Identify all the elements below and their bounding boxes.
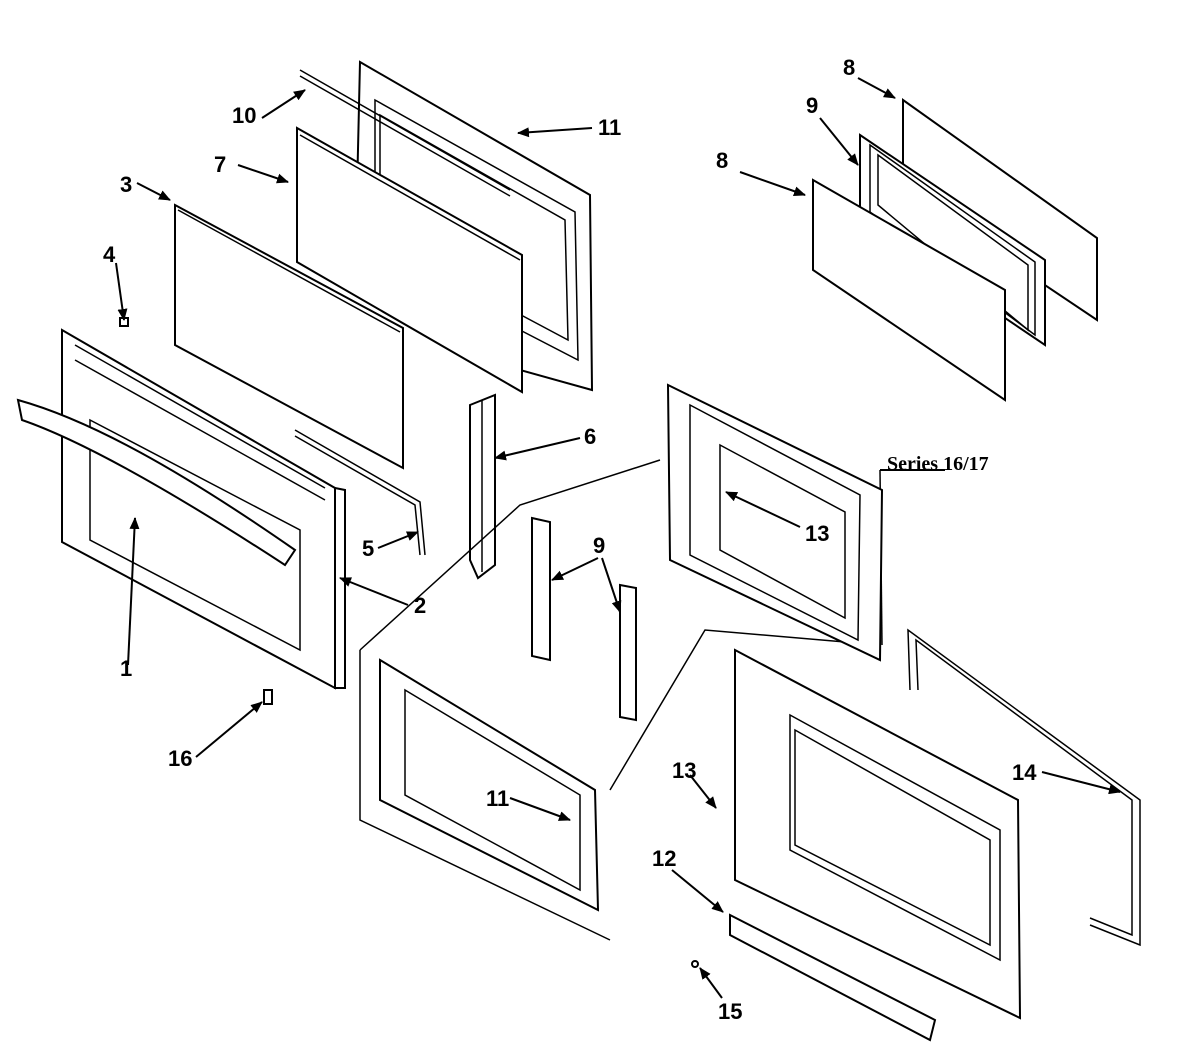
leader-15 — [699, 967, 723, 999]
leader-7 — [237, 164, 289, 184]
callout-8-top: 8 — [843, 55, 855, 80]
callout-3: 3 — [120, 172, 132, 197]
series-label: Series 16/17 — [887, 453, 989, 475]
callout-7: 7 — [214, 152, 226, 177]
part-12-trim-bar — [729, 913, 937, 1042]
part-13-inner-liner — [734, 648, 1022, 1020]
part-9-strip-a — [531, 516, 551, 662]
callout-9-strips: 9 — [593, 533, 605, 558]
callout-10: 10 — [232, 103, 256, 128]
callout-9-top: 9 — [806, 93, 818, 118]
callout-12: 12 — [652, 846, 676, 871]
leader-13-liner — [689, 774, 717, 809]
leader-3 — [136, 182, 171, 201]
leader-5 — [377, 531, 419, 549]
leader-4 — [115, 262, 128, 321]
callout-4: 4 — [103, 242, 116, 267]
leader-6 — [494, 437, 581, 461]
leader-9-b — [601, 557, 622, 613]
part-6-bracket — [469, 393, 496, 580]
callout-11-top: 11 — [598, 115, 621, 140]
leader-11-top — [517, 127, 593, 138]
part-7-glass — [296, 126, 523, 394]
callout-15: 15 — [718, 999, 742, 1024]
leader-13-series — [725, 491, 801, 528]
callout-5: 5 — [362, 536, 374, 561]
leader-10 — [261, 89, 306, 119]
part-3-outer-glass — [174, 203, 404, 470]
callout-14: 14 — [1012, 760, 1037, 785]
part-15-screw — [691, 960, 699, 968]
part-8-glass-rear — [902, 98, 1098, 322]
callout-13-series: 13 — [805, 521, 829, 546]
leader-12 — [671, 869, 724, 913]
leader-8-front — [739, 171, 806, 197]
part-11-lower-frame — [379, 658, 600, 912]
leader-1 — [127, 517, 140, 666]
callout-13-liner: 13 — [672, 758, 696, 783]
part-8-glass-front — [812, 178, 1006, 402]
callout-1: 1 — [120, 656, 132, 681]
leader-2 — [339, 577, 409, 606]
part-16-screw — [263, 689, 273, 705]
part-13-inner-panel-series — [666, 383, 884, 662]
callout-16: 16 — [168, 746, 192, 771]
leader-14 — [1041, 771, 1121, 795]
callout-6: 6 — [584, 424, 596, 449]
leader-9-a — [551, 557, 599, 581]
part-14-gasket — [907, 628, 1141, 947]
callout-8-front: 8 — [716, 148, 728, 173]
callout-2: 2 — [414, 593, 426, 618]
leader-8-top — [857, 77, 896, 99]
leader-9-top — [819, 117, 859, 166]
callout-11-lower: 11 — [486, 786, 509, 811]
leader-11-lower — [509, 797, 571, 821]
part-1-handle — [16, 398, 297, 567]
part-9-strip-b — [619, 583, 637, 722]
leader-16 — [195, 701, 263, 758]
